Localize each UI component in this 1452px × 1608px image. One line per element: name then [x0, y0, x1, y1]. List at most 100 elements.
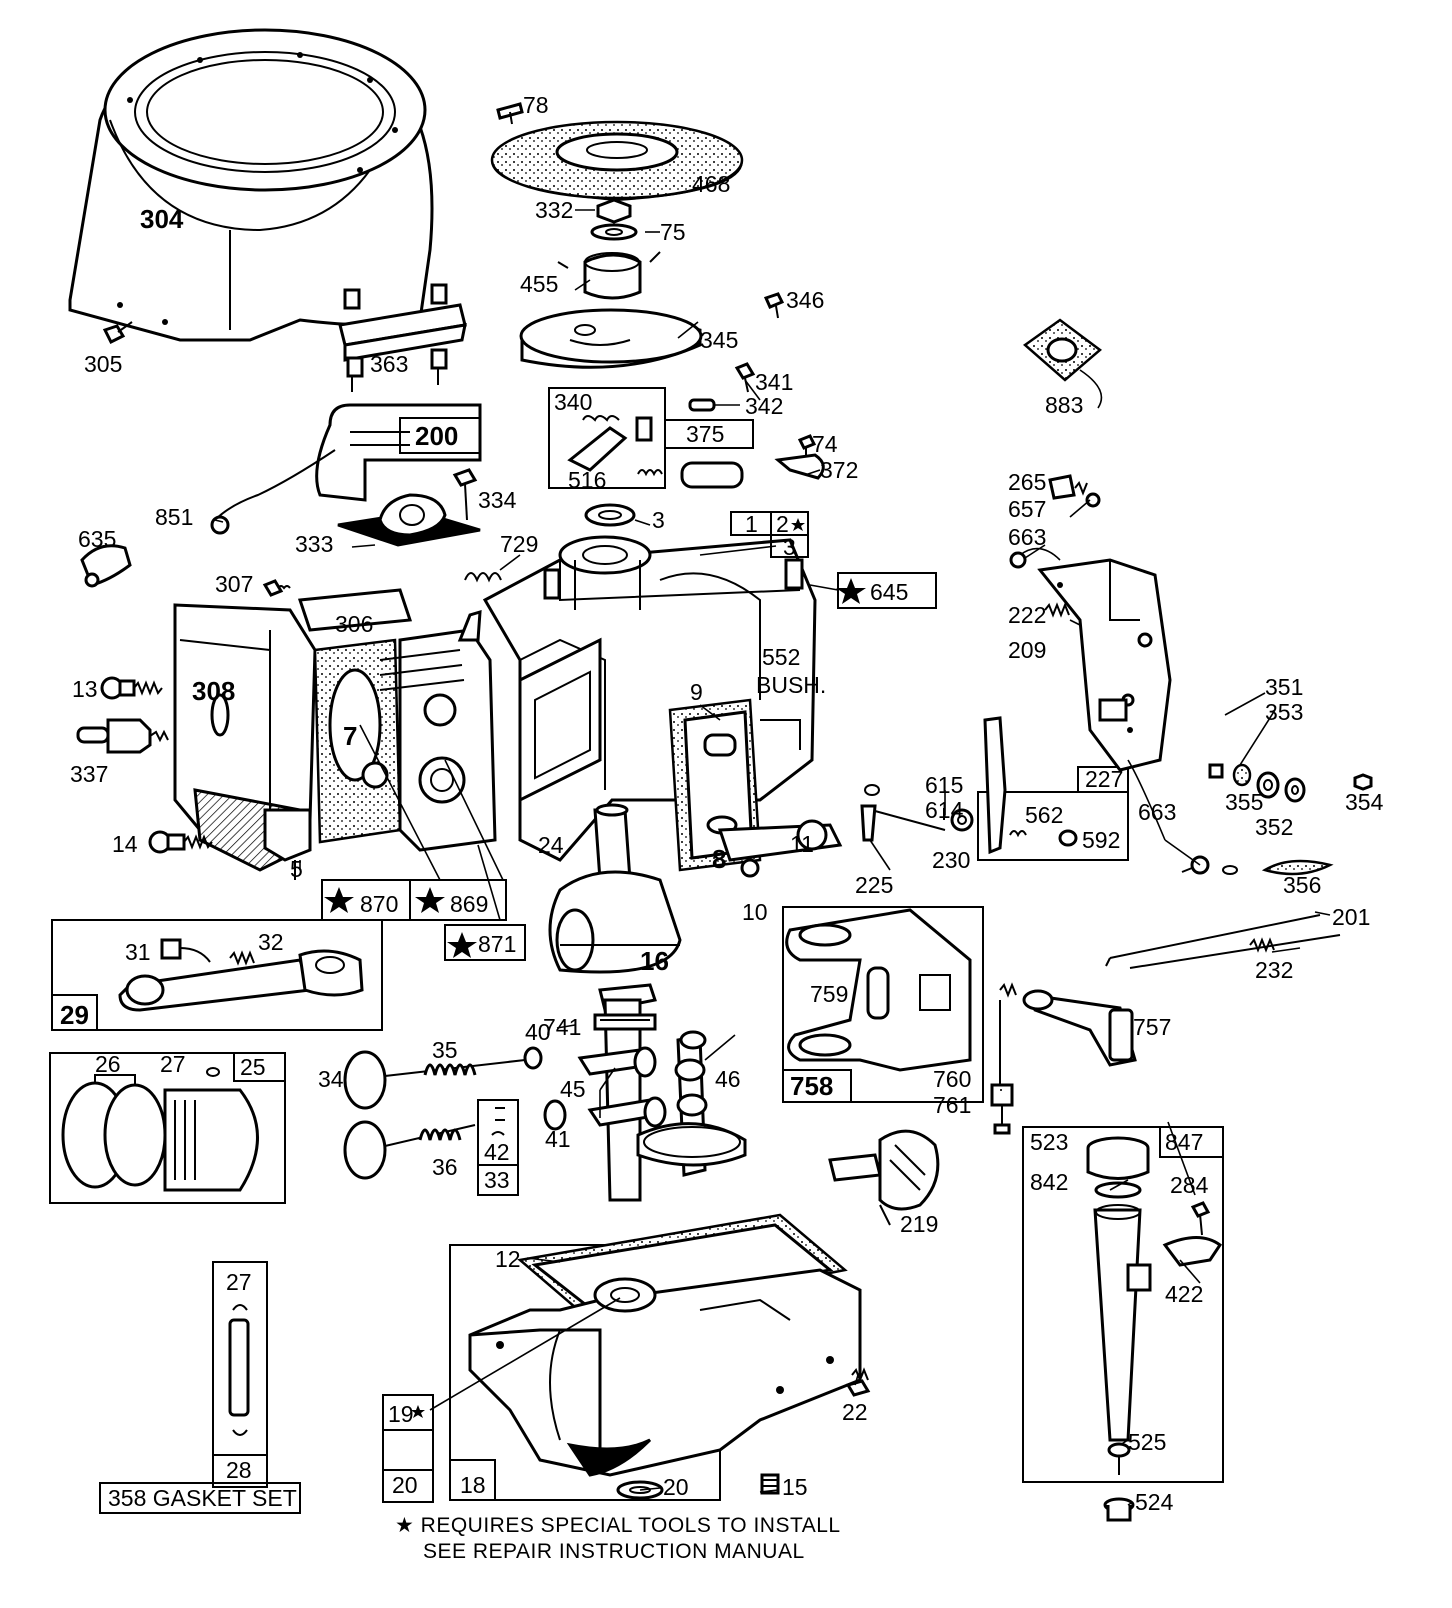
- label-847: 847: [1165, 1129, 1203, 1155]
- label-8: 8: [712, 844, 726, 874]
- bracket-363-drawing: [338, 283, 467, 392]
- label-2: 2: [776, 511, 789, 537]
- label-332: 332: [535, 197, 573, 223]
- star-icon: [411, 1405, 425, 1418]
- label-614: 614: [925, 797, 964, 823]
- screw-22-drawing: [845, 1367, 871, 1397]
- plug-15-drawing: [760, 1473, 780, 1495]
- label-870: 870: [360, 891, 398, 917]
- label-265: 265: [1008, 469, 1046, 495]
- label-663b: 663: [1138, 799, 1176, 825]
- screw-346-drawing: [763, 292, 785, 319]
- crankcase-cover-758-box: [782, 906, 984, 1103]
- head-gasket-7-drawing: [313, 638, 402, 844]
- oil-seal-3-drawing: [584, 503, 636, 527]
- breather-337-drawing: [76, 718, 169, 754]
- label-552: 552: [762, 644, 800, 670]
- label-10: 10: [742, 899, 768, 925]
- screw-663b-drawing: [1181, 855, 1210, 875]
- screw-341-drawing: [734, 362, 756, 393]
- label-351: 351: [1265, 674, 1303, 700]
- label-200: 200: [415, 421, 458, 451]
- label-761: 761: [933, 1092, 971, 1118]
- label-27a: 27: [160, 1051, 186, 1077]
- label-341: 341: [755, 369, 793, 395]
- seal-19-20-boxes: [382, 1394, 434, 1503]
- valves-34-36-drawing: [343, 1046, 567, 1180]
- label-3a: 3: [652, 507, 665, 533]
- rotating-screen-468-drawing: [490, 120, 744, 202]
- label-354: 354: [1345, 789, 1384, 815]
- cylinder-head-308-drawing: [173, 603, 317, 880]
- label-25: 25: [240, 1054, 266, 1080]
- label-201: 201: [1332, 904, 1370, 930]
- label-352: 352: [1255, 814, 1293, 840]
- label-225: 225: [855, 872, 893, 898]
- label-375: 375: [686, 421, 724, 447]
- label-42: 42: [484, 1139, 510, 1165]
- connecting-rod-29-box: [51, 919, 383, 1031]
- cylinder-block-drawing: [482, 535, 817, 862]
- screw-14-drawing: [148, 830, 213, 854]
- breather-assembly-8-drawing: [668, 698, 762, 872]
- label-35: 35: [432, 1037, 458, 1063]
- link-356-drawing: [1222, 859, 1334, 876]
- label-33: 33: [484, 1167, 510, 1193]
- tappets-45-drawing: [577, 1046, 667, 1128]
- label-455: 455: [520, 271, 558, 297]
- label-345: 345: [700, 327, 738, 353]
- leader-lines: [214, 209, 1331, 1506]
- label-28: 28: [226, 1457, 252, 1483]
- label-307: 307: [215, 571, 253, 597]
- label-32: 32: [258, 929, 284, 955]
- label-851: 851: [155, 504, 193, 530]
- label-40: 40: [525, 1019, 551, 1045]
- label-663a: 663: [1008, 524, 1046, 550]
- star-icon: [836, 578, 866, 604]
- label-74: 74: [812, 431, 838, 457]
- governor-gear-219-drawing: [828, 1129, 940, 1226]
- piston-25-box: [49, 1052, 286, 1204]
- label-422: 422: [1165, 1281, 1203, 1307]
- label-16: 16: [640, 946, 669, 976]
- label-340: 340: [554, 389, 592, 415]
- piston-pin-27-28-box: [212, 1261, 268, 1488]
- label-5: 5: [290, 856, 303, 882]
- part-number-labels: 304 305 363 78 468 332 75 455 346 345 88…: [60, 92, 1384, 1563]
- label-34: 34: [318, 1066, 344, 1092]
- label-562: 562: [1025, 802, 1063, 828]
- label-372: 372: [820, 457, 858, 483]
- blower-housing-drawing: [68, 28, 434, 342]
- governor-kit-box: [548, 387, 754, 489]
- label-31: 31: [125, 939, 151, 965]
- screw-663a-drawing: [1009, 551, 1027, 569]
- label-305: 305: [84, 351, 122, 377]
- label-222: 222: [1008, 602, 1046, 628]
- label-525: 525: [1128, 1429, 1166, 1455]
- star-markers: [324, 578, 866, 958]
- label-334: 334: [478, 487, 517, 513]
- label-869: 869: [450, 891, 488, 917]
- label-657: 657: [1008, 496, 1046, 522]
- label-20b: 20: [663, 1474, 689, 1500]
- label-46: 46: [715, 1066, 741, 1092]
- washers-351-355-drawing: [1208, 763, 1373, 803]
- flywheel-345-drawing: [519, 308, 703, 369]
- label-615: 615: [925, 772, 963, 798]
- label-219: 219: [900, 1211, 938, 1237]
- label-729: 729: [500, 531, 538, 557]
- stop-switch-333-drawing: [337, 468, 481, 547]
- label-356: 356: [1283, 872, 1321, 898]
- label-1: 1: [745, 511, 758, 537]
- footnote-line-2: SEE REPAIR INSTRUCTION MANUAL: [423, 1540, 805, 1563]
- label-15: 15: [782, 1474, 808, 1500]
- label-355: 355: [1225, 789, 1263, 815]
- star-icon: [447, 932, 477, 958]
- cylinder-gasket-306-drawing: [297, 588, 413, 632]
- clip-729-drawing: [464, 572, 502, 583]
- label-523: 523: [1030, 1129, 1068, 1155]
- label-758: 758: [790, 1071, 833, 1101]
- label-26: 26: [95, 1051, 121, 1077]
- label-20a: 20: [392, 1472, 418, 1498]
